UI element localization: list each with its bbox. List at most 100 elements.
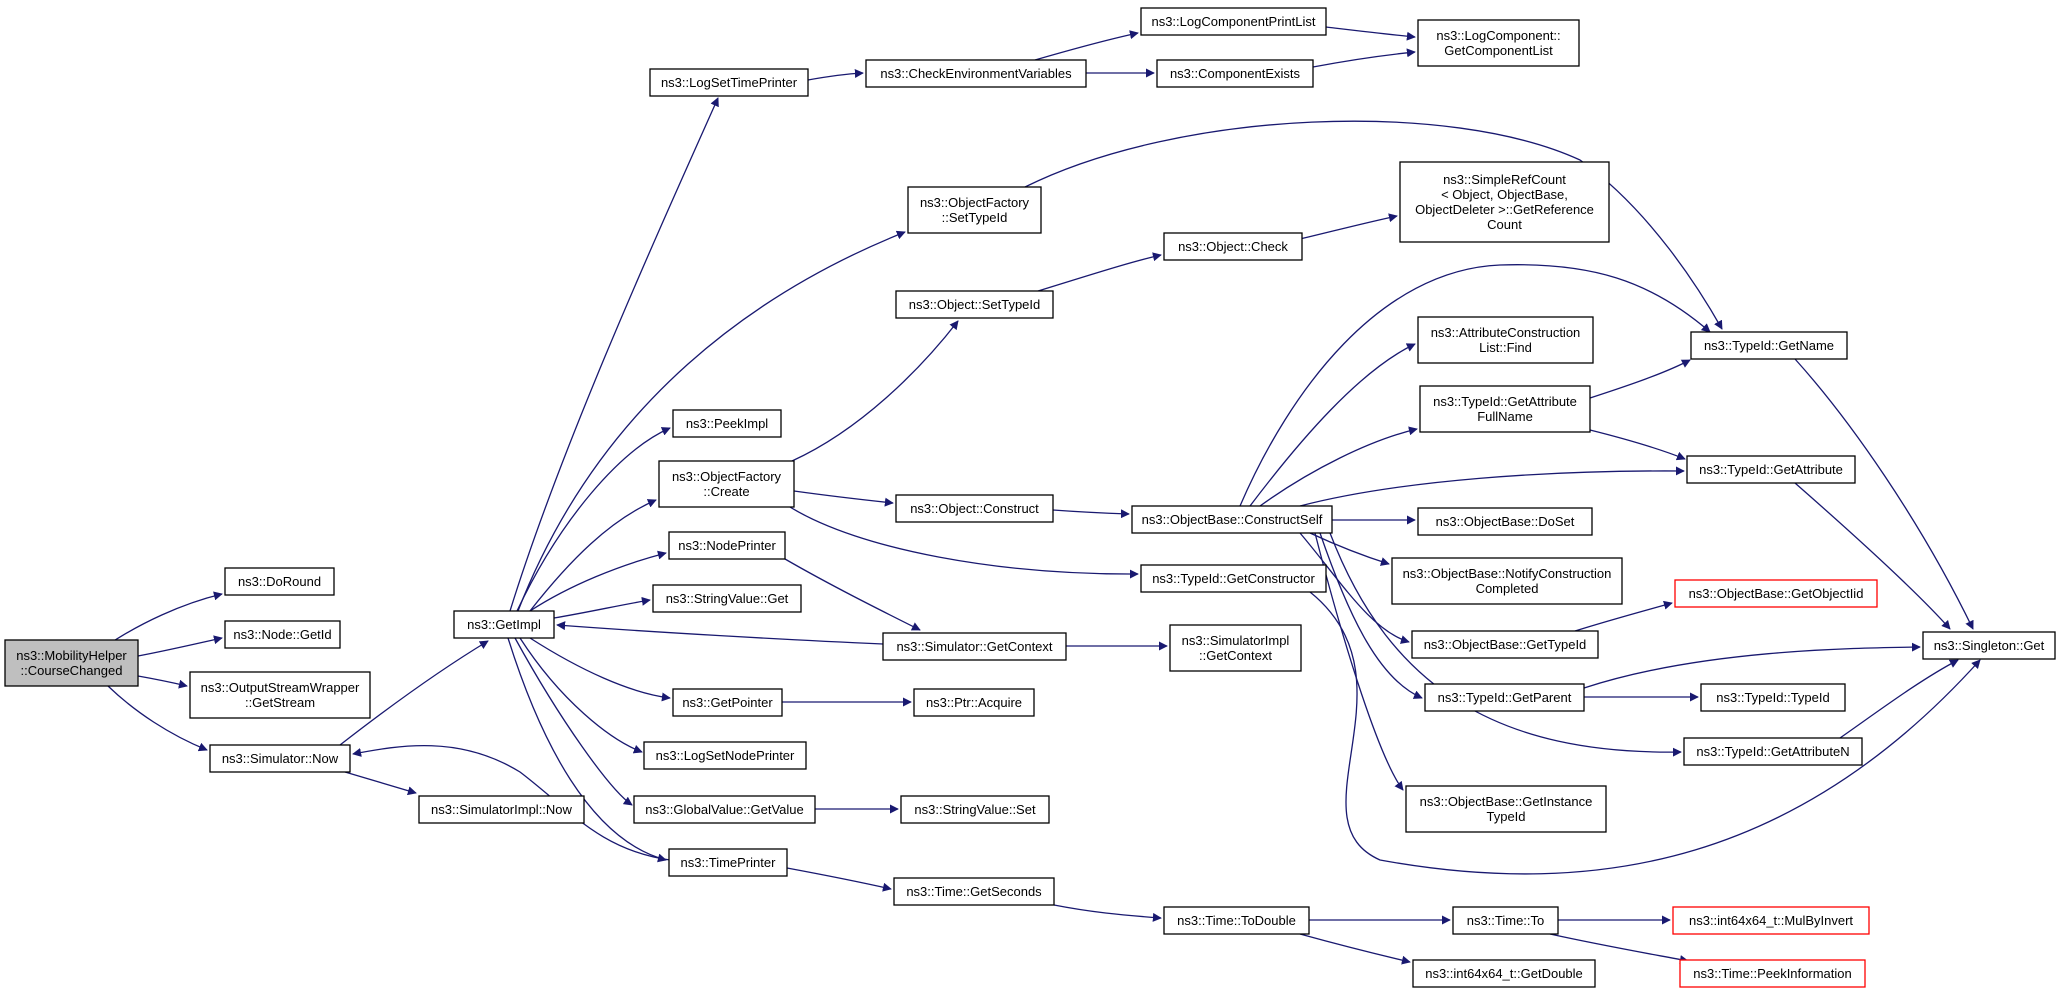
node-peekimpl[interactable]: ns3::PeekImpl	[672, 409, 782, 438]
edge-arrow	[1794, 482, 1951, 630]
node-label-line: ns3::Object::Construct	[910, 501, 1039, 516]
node-objcheck[interactable]: ns3::Object::Check	[1163, 232, 1303, 261]
node-label-line: ObjectDeleter >::GetReference	[1415, 202, 1594, 217]
edge-arrow	[344, 771, 417, 796]
node-simplerefcount[interactable]: ns3::SimpleRefCount< Object, ObjectBase,…	[1399, 161, 1610, 243]
node-timeto[interactable]: ns3::Time::To	[1452, 906, 1559, 935]
node-box	[1417, 316, 1594, 364]
node-logsettime[interactable]: ns3::LogSetTimePrinter	[649, 68, 809, 97]
edge-arrow	[339, 640, 489, 746]
node-nodeprinter[interactable]: ns3::NodePrinter	[668, 531, 786, 560]
edge-nodeprinter-to-simgetctx	[784, 558, 921, 631]
node-gvgetvalue[interactable]: ns3::GlobalValue::GetValue	[633, 795, 816, 824]
node-box	[1424, 683, 1585, 712]
edge-root-to-simnow	[107, 685, 208, 752]
edge-ofcreate-to-objsettype	[791, 320, 959, 462]
node-label-line: ::GetStream	[245, 695, 315, 710]
node-label-line: FullName	[1477, 409, 1533, 424]
node-timegetsec[interactable]: ns3::Time::GetSeconds	[893, 877, 1055, 906]
node-box	[913, 688, 1035, 717]
edge-ofsettype-to-typeidgetname	[1024, 120, 1723, 330]
node-typeidtypeid[interactable]: ns3::TypeId::TypeId	[1700, 683, 1846, 712]
edge-obconstructself-to-typeidgetparent	[1319, 532, 1423, 699]
node-box	[453, 610, 555, 639]
node-singletonget[interactable]: ns3::Singleton::Get	[1922, 631, 2056, 660]
edge-obconstructself-to-typeidattrfull	[1259, 426, 1418, 507]
edge-getimpl-to-nodeprinter	[529, 550, 667, 612]
node-logsetnode[interactable]: ns3::LogSetNodePrinter	[643, 741, 807, 770]
node-logcomplist[interactable]: ns3::LogComponent::GetComponentList	[1417, 19, 1580, 67]
node-obconstructself[interactable]: ns3::ObjectBase::ConstructSelf	[1131, 505, 1333, 534]
edge-arrow	[137, 635, 223, 657]
node-objsettype[interactable]: ns3::Object::SetTypeId	[895, 290, 1054, 319]
node-compexists[interactable]: ns3::ComponentExists	[1156, 59, 1314, 88]
node-simimplnow[interactable]: ns3::SimulatorImpl::Now	[418, 795, 585, 824]
node-typeidgetattrn[interactable]: ns3::TypeId::GetAttributeN	[1683, 737, 1863, 766]
node-typeidgetname[interactable]: ns3::TypeId::GetName	[1690, 331, 1848, 360]
node-ofsettype[interactable]: ns3::ObjectFactory::SetTypeId	[907, 186, 1042, 234]
node-simimplgetctx[interactable]: ns3::SimulatorImpl::GetContext	[1169, 624, 1302, 672]
edge-arrow	[1325, 26, 1416, 41]
edge-arrow	[529, 637, 671, 702]
node-timetodouble[interactable]: ns3::Time::ToDouble	[1163, 906, 1310, 935]
edge-getimpl-to-ofsettype	[517, 230, 906, 612]
node-box	[1405, 785, 1607, 833]
node-simgetctx[interactable]: ns3::Simulator::GetContext	[882, 632, 1067, 661]
edge-objsettype-to-objcheck	[1037, 252, 1162, 292]
node-mulbyinvert[interactable]: ns3::int64x64_t::MulByInvert	[1672, 906, 1870, 935]
node-root[interactable]: ns3::MobilityHelper::CourseChanged	[4, 639, 139, 687]
node-typeidgetctor[interactable]: ns3::TypeId::GetConstructor	[1140, 564, 1327, 593]
node-label-line: ns3::ObjectBase::NotifyConstruction	[1403, 566, 1612, 581]
edge-objconstruct-to-obconstructself	[1052, 509, 1130, 519]
node-label-line: ns3::SimulatorImpl	[1182, 633, 1290, 648]
node-label-line: ::Create	[703, 484, 749, 499]
node-obdoset[interactable]: ns3::ObjectBase::DoSet	[1417, 507, 1593, 536]
node-getpointer[interactable]: ns3::GetPointer	[672, 688, 783, 717]
node-label-line: ns3::TypeId::TypeId	[1716, 690, 1829, 705]
node-typeidgetattr[interactable]: ns3::TypeId::GetAttribute	[1686, 455, 1856, 484]
edge-arrow	[529, 499, 657, 612]
node-osw[interactable]: ns3::OutputStreamWrapper::GetStream	[189, 671, 371, 719]
node-getdouble[interactable]: ns3::int64x64_t::GetDouble	[1412, 959, 1596, 988]
node-doround[interactable]: ns3::DoRound	[224, 567, 335, 596]
node-typeidgetparent[interactable]: ns3::TypeId::GetParent	[1424, 683, 1585, 712]
node-simnow[interactable]: ns3::Simulator::Now	[209, 744, 351, 773]
node-label-line: < Object, ObjectBase,	[1441, 187, 1568, 202]
node-objconstruct[interactable]: ns3::Object::Construct	[895, 494, 1054, 523]
node-logcompprint[interactable]: ns3::LogComponentPrintList	[1140, 7, 1327, 36]
node-label-line: ns3::ObjectBase::GetTypeId	[1424, 637, 1587, 652]
edge-timegetsec-to-timetodouble	[1053, 904, 1162, 922]
node-box	[1686, 455, 1856, 484]
node-checkenv[interactable]: ns3::CheckEnvironmentVariables	[865, 59, 1087, 88]
node-label-line: ns3::Simulator::Now	[222, 751, 339, 766]
node-peekinfo[interactable]: ns3::Time::PeekInformation	[1679, 959, 1866, 988]
node-label-line: ns3::int64x64_t::GetDouble	[1425, 966, 1583, 981]
node-label-line: ns3::Singleton::Get	[1934, 638, 2045, 653]
edge-arrow	[1299, 466, 1685, 507]
edge-timetodouble-to-getdouble	[1299, 933, 1411, 965]
edge-arrow	[1839, 659, 1959, 739]
node-box	[633, 795, 816, 824]
node-stringvalueset[interactable]: ns3::StringValue::Set	[900, 795, 1050, 824]
node-obgetobjtid[interactable]: ns3::ObjectBase::GetObjectIid	[1674, 579, 1878, 608]
edge-getimpl-to-gvgetvalue	[514, 637, 633, 806]
node-getimpl[interactable]: ns3::GetImpl	[453, 610, 555, 639]
node-obnotify[interactable]: ns3::ObjectBase::NotifyConstructionCompl…	[1391, 557, 1623, 605]
node-stringvalueget[interactable]: ns3::StringValue::Get	[652, 584, 802, 613]
node-box	[895, 290, 1054, 319]
edge-typeidgetctor-to-singletonget	[1309, 591, 1981, 875]
node-nodegetid[interactable]: ns3::Node::GetId	[224, 620, 341, 649]
node-obgettypeid[interactable]: ns3::ObjectBase::GetTypeId	[1411, 630, 1599, 659]
node-box	[668, 848, 788, 877]
edge-simnow-to-getimpl	[339, 640, 489, 746]
node-ofcreate[interactable]: ns3::ObjectFactory::Create	[658, 460, 795, 508]
node-timeprinter[interactable]: ns3::TimePrinter	[668, 848, 788, 877]
edge-root-to-doround	[111, 591, 223, 643]
edge-arrow	[529, 550, 667, 612]
edge-getimpl-to-timeprinter	[507, 637, 667, 863]
node-ptracquire[interactable]: ns3::Ptr::Acquire	[913, 688, 1035, 717]
